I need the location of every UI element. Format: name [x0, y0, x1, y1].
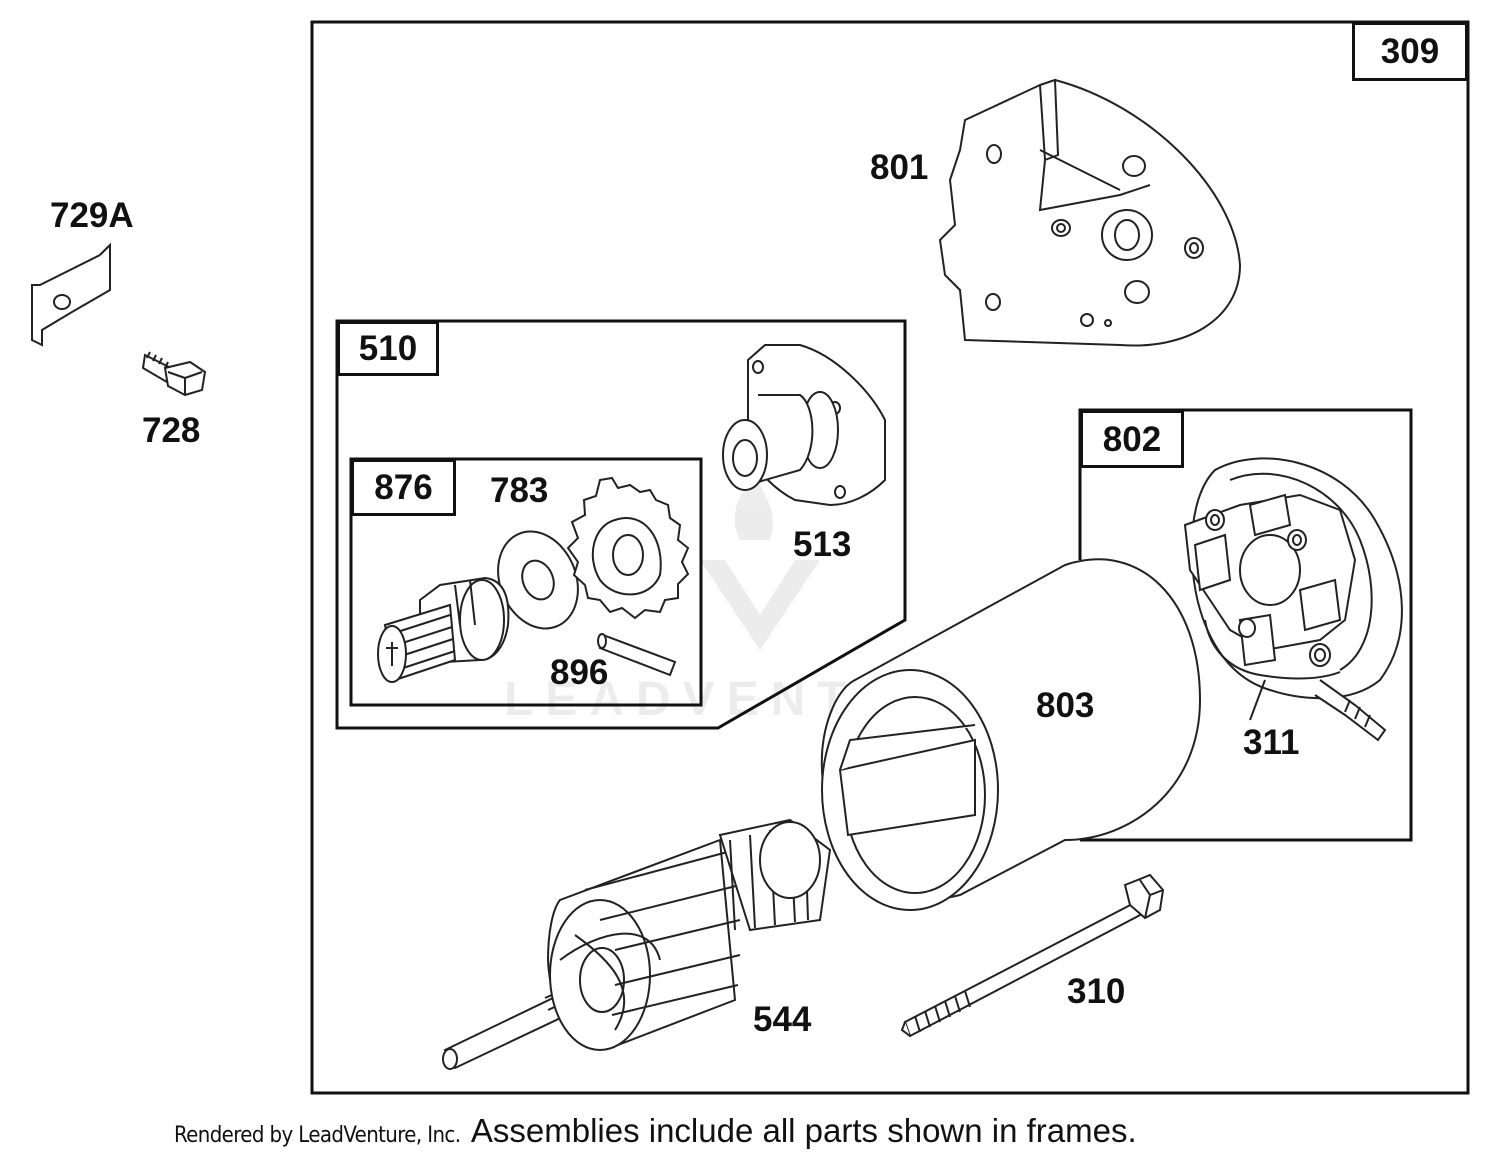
callout-801: 801: [870, 148, 929, 187]
frame-876: [349, 457, 703, 707]
tag-876: 876: [351, 459, 456, 516]
frame-309: [310, 20, 1470, 1095]
tag-802: 802: [1080, 410, 1184, 468]
callout-513: 513: [793, 525, 852, 564]
tag-876-text: 876: [374, 468, 433, 507]
motor-housing-803-icon: [820, 558, 1202, 911]
footer-credit: Rendered by LeadVenture, Inc.: [174, 1123, 461, 1148]
footer-note: Assemblies include all parts shown in fr…: [470, 1112, 1137, 1149]
callout-728: 728: [142, 411, 201, 450]
end-cap-802-icon: [1183, 457, 1403, 742]
armature-544-icon: [442, 818, 832, 1070]
tag-309-text: 309: [1380, 32, 1440, 71]
callout-310: 310: [1067, 972, 1126, 1011]
bracket-729a-icon: [31, 242, 111, 347]
pinion-gear-783-icon: [566, 476, 690, 620]
drive-end-cap-513-icon: [722, 344, 886, 507]
leader-311: [1249, 679, 1266, 721]
callout-729a: 729A: [50, 196, 134, 235]
through-bolt-310-icon: [900, 873, 1165, 1038]
tag-802-text: 802: [1102, 419, 1162, 459]
callout-544: 544: [753, 1000, 812, 1039]
drive-kit-876-icon: [377, 576, 510, 683]
washer-783-icon: [497, 530, 579, 630]
frame-510: [335, 319, 907, 730]
roll-pin-896-icon: [597, 633, 677, 677]
screw-728-icon: [141, 351, 207, 397]
callout-896: 896: [550, 653, 609, 692]
footer: Rendered by LeadVenture, Inc. Assemblies…: [174, 1112, 1137, 1150]
tag-510-text: 510: [358, 329, 418, 368]
tag-309: 309: [1352, 22, 1468, 81]
callout-803: 803: [1036, 686, 1095, 725]
callout-311: 311: [1243, 723, 1300, 762]
mounting-bracket-801-icon: [938, 78, 1242, 347]
tag-510: 510: [337, 321, 439, 376]
callout-783: 783: [490, 471, 549, 510]
